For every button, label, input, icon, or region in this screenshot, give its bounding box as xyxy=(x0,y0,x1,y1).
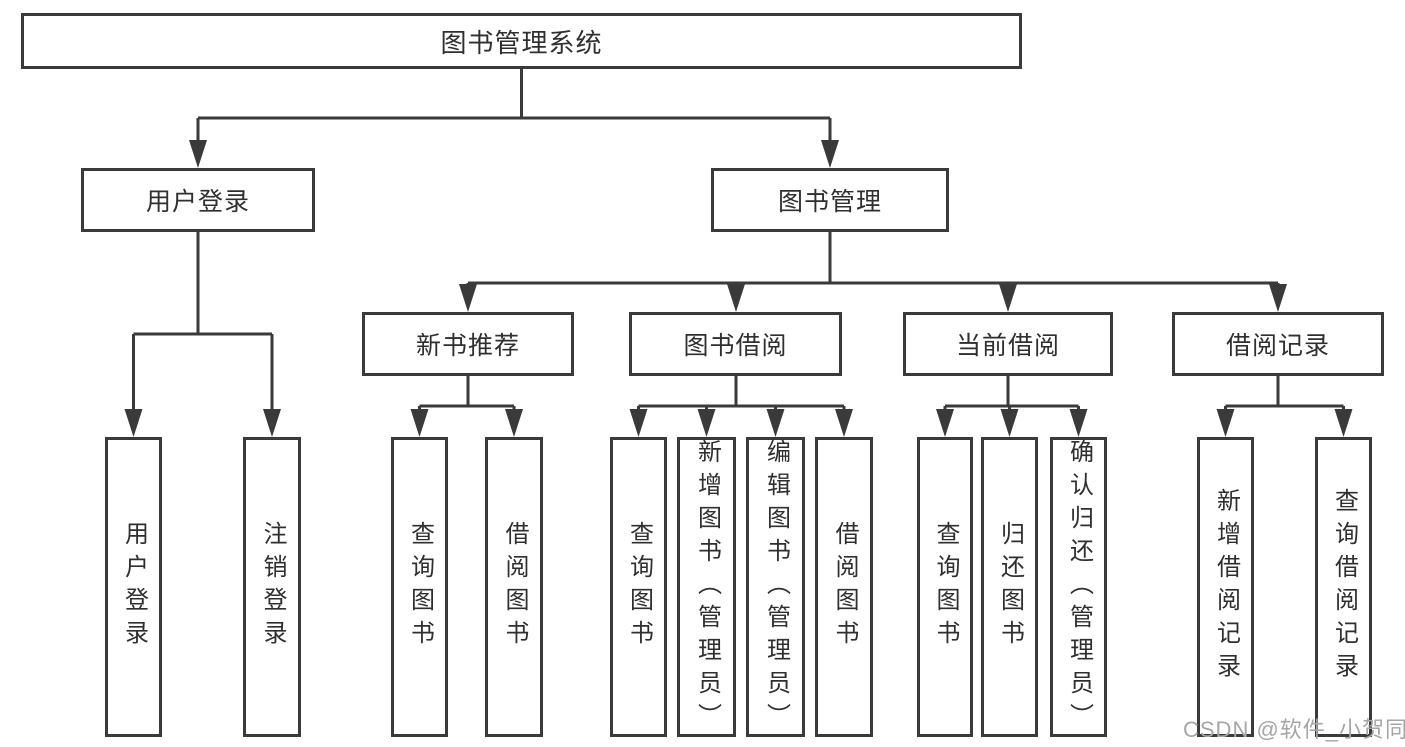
connector-user-login-to-leaves xyxy=(124,232,281,437)
leaf-return-book-label: 归还图书 xyxy=(996,521,1024,653)
leaf-query-books-recommend: 查询图书 xyxy=(391,437,448,737)
connector-current-borrow-to-leaves xyxy=(936,376,1088,437)
leaf-borrow-books-recommend: 借阅图书 xyxy=(485,437,543,737)
connector-root-to-level2 xyxy=(189,69,839,168)
leaf-user-login: 用户登录 xyxy=(105,437,162,737)
node-root: 图书管理系统 xyxy=(21,13,1022,69)
node-user-login-label: 用户登录 xyxy=(145,188,250,216)
leaf-confirm-return-admin-label: 确认归还（管理员） xyxy=(1065,438,1093,736)
leaf-logout: 注销登录 xyxy=(243,437,301,737)
node-borrow-records-label: 借阅记录 xyxy=(1225,332,1330,360)
connector-book-mgmt-to-level3 xyxy=(459,232,1287,312)
leaf-borrow-books: 借阅图书 xyxy=(815,437,873,737)
node-current-borrow-label: 当前借阅 xyxy=(955,332,1060,360)
leaf-query-books-current: 查询图书 xyxy=(917,437,973,737)
node-book-borrow-label: 图书借阅 xyxy=(683,332,788,360)
leaf-query-borrow-record: 查询借阅记录 xyxy=(1315,437,1372,737)
csdn-watermark: CSDN @软件_小贺同学 xyxy=(1183,717,1405,742)
leaf-query-books-borrow-label: 查询图书 xyxy=(625,521,653,653)
connector-borrow-records-to-leaves xyxy=(1216,376,1353,437)
leaf-logout-label: 注销登录 xyxy=(259,521,286,653)
leaf-query-books-current-label: 查询图书 xyxy=(932,521,959,653)
node-root-label: 图书管理系统 xyxy=(440,27,603,58)
leaf-borrow-books-label: 借阅图书 xyxy=(831,521,858,653)
leaf-borrow-books-recommend-label: 借阅图书 xyxy=(501,521,528,653)
leaf-query-books-borrow: 查询图书 xyxy=(610,437,667,737)
leaf-return-book: 归还图书 xyxy=(981,437,1038,737)
node-current-borrow: 当前借阅 xyxy=(903,312,1113,376)
node-user-login: 用户登录 xyxy=(81,168,315,232)
node-book-mgmt: 图书管理 xyxy=(711,168,949,232)
node-book-borrow: 图书借阅 xyxy=(629,312,842,376)
leaf-add-book-admin: 新增图书（管理员） xyxy=(677,437,736,737)
leaf-confirm-return-admin: 确认归还（管理员） xyxy=(1050,437,1107,737)
leaf-user-login-label: 用户登录 xyxy=(120,521,148,653)
leaf-add-borrow-record: 新增借阅记录 xyxy=(1197,437,1254,737)
leaf-add-borrow-record-label: 新增借阅记录 xyxy=(1212,488,1240,686)
node-book-mgmt-label: 图书管理 xyxy=(777,188,882,216)
node-new-book-recommend: 新书推荐 xyxy=(362,312,574,376)
connector-book-borrow-to-leaves xyxy=(629,376,853,437)
leaf-edit-book-admin-label: 编辑图书（管理员） xyxy=(762,438,790,736)
connector-new-book-to-leaves xyxy=(410,376,523,437)
leaf-edit-book-admin: 编辑图书（管理员） xyxy=(746,437,805,737)
leaf-query-books-recommend-label: 查询图书 xyxy=(406,521,434,653)
leaf-query-borrow-record-label: 查询借阅记录 xyxy=(1330,488,1358,686)
node-borrow-records: 借阅记录 xyxy=(1172,312,1384,376)
leaf-add-book-admin-label: 新增图书（管理员） xyxy=(693,438,721,736)
node-new-book-recommend-label: 新书推荐 xyxy=(415,332,520,360)
